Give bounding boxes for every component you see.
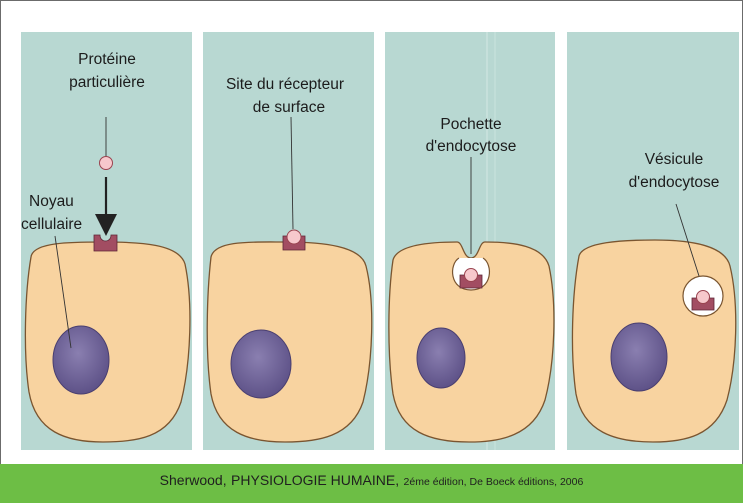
panel-2: Site du récepteur de surface — [203, 32, 374, 450]
panel-1-nucleus — [53, 326, 109, 394]
label-pocket-line2: d'endocytose — [426, 138, 517, 155]
label-nucleus-line1: Noyau — [29, 193, 74, 210]
label-nucleus-line2: cellulaire — [21, 216, 82, 233]
panel-1: Protéine particulière Noyau cellulaire — [21, 32, 192, 450]
label-protein-line1: Protéine — [78, 51, 136, 68]
label-vesicle-line2: d'endocytose — [629, 174, 720, 191]
caption-title: PHYSIOLOGIE HUMAINE, — [231, 472, 399, 488]
panel-3-protein — [465, 269, 478, 282]
panel-2-cell — [207, 242, 372, 442]
panel-1-protein — [100, 157, 113, 170]
panel-2-protein — [287, 230, 301, 244]
label-protein-line2: particulière — [69, 74, 145, 91]
label-receptor-line2: de surface — [253, 99, 325, 116]
caption-author: Sherwood, — [160, 472, 227, 488]
panel-4-protein — [697, 291, 710, 304]
source-caption: Sherwood, PHYSIOLOGIE HUMAINE, 2éme édit… — [0, 472, 743, 490]
endocytosis-diagram: Protéine particulière Noyau cellulaire S… — [21, 32, 739, 450]
panel-4-nucleus — [611, 323, 667, 391]
panel-1-cell — [25, 242, 190, 442]
label-pocket-line1: Pochette — [440, 116, 501, 133]
panel-2-nucleus — [231, 330, 291, 398]
panel-3: Pochette d'endocytose — [385, 32, 555, 450]
label-receptor-line1: Site du récepteur — [226, 76, 344, 93]
panel-3-nucleus — [417, 328, 465, 388]
caption-details: 2éme édition, De Boeck éditions, 2006 — [404, 476, 584, 488]
panel-4: Vésicule d'endocytose — [567, 32, 739, 450]
label-vesicle-line1: Vésicule — [645, 151, 704, 168]
